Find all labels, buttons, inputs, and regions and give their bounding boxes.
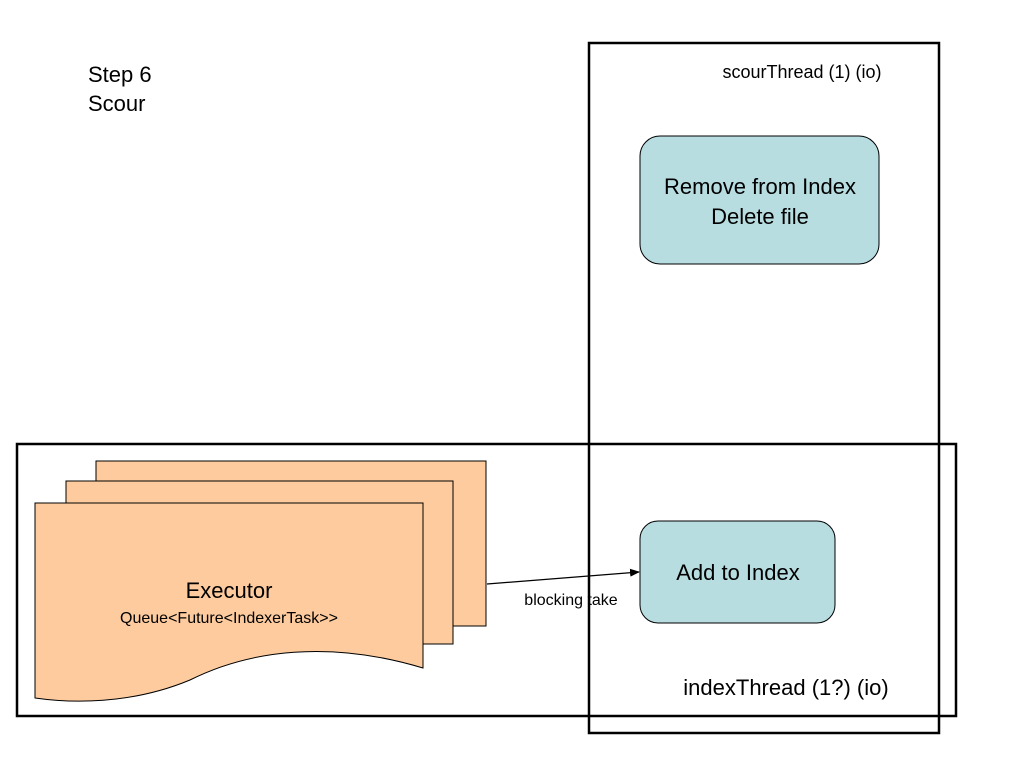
executor-queue-label: Queue<Future<IndexerTask>> <box>120 610 338 627</box>
scour-thread-box <box>587 41 941 735</box>
executor-doc-front <box>34 502 424 702</box>
blocking-take-arrow <box>486 568 640 585</box>
index-thread-box <box>15 442 958 718</box>
executor-stack: Executor Queue<Future<IndexerTask>> <box>34 460 487 702</box>
scour-thread-label: scourThread (1) (io) <box>722 62 881 82</box>
blocking-take-label: blocking take <box>524 592 617 609</box>
step-title: Step 6 Scour <box>88 60 152 118</box>
index-thread-label: indexThread (1?) (io) <box>683 675 888 700</box>
step-title-line1: Step 6 <box>88 62 152 87</box>
remove-from-index-task <box>639 135 880 265</box>
remove-task-line1: Remove from Index <box>664 174 856 199</box>
add-to-index-task <box>639 520 836 624</box>
remove-task-line2: Delete file <box>711 204 809 229</box>
add-task-label: Add to Index <box>676 560 800 585</box>
executor-label: Executor <box>186 578 273 603</box>
step-title-line2: Scour <box>88 91 146 116</box>
